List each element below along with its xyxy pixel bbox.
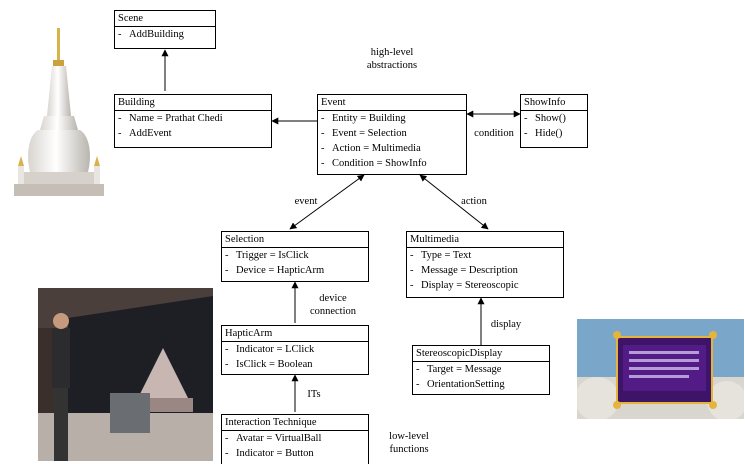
box-row: -Event = Selection	[321, 128, 407, 139]
scene-box: Scene -AddBuilding	[114, 10, 216, 49]
box-title: Scene	[115, 11, 215, 27]
box-row: -Indicator = LClick	[225, 344, 315, 355]
stereoscopic-scene-image	[577, 319, 744, 419]
haptic-user-photo	[38, 288, 213, 461]
box-title: Event	[318, 95, 466, 111]
box-title: Multimedia	[407, 232, 563, 248]
box-row: -Device = HapticArm	[225, 265, 325, 276]
box-row: -Avatar = VirtualBall	[225, 433, 322, 444]
box-title: Selection	[222, 232, 368, 248]
box-row: -Action = Multimedia	[321, 143, 421, 154]
selection-box: Selection -Trigger = IsClick -Device = H…	[221, 231, 369, 282]
box-row: -OrientationSetting	[416, 379, 505, 390]
box-row: -AddBuilding	[118, 29, 184, 40]
box-row: -Display = Stereoscopic	[410, 280, 519, 291]
box-title: HapticArm	[222, 326, 368, 342]
device-connection-label: device connection	[309, 293, 357, 317]
box-row: -Message = Description	[410, 265, 518, 276]
box-row: -Trigger = IsClick	[225, 250, 309, 261]
box-title: Building	[115, 95, 271, 111]
event-box: Event -Entity = Building -Event = Select…	[317, 94, 467, 175]
building-box: Building -Name = Prathat Chedi -AddEvent	[114, 94, 272, 148]
box-row: -Target = Message	[416, 364, 502, 375]
action-label: action	[461, 196, 487, 207]
showinfo-box: ShowInfo -Show() -Hide()	[520, 94, 588, 148]
box-title: StereoscopicDisplay	[413, 346, 549, 362]
box-row: -AddEvent	[118, 128, 172, 139]
box-row: -Entity = Building	[321, 113, 406, 124]
box-title: ShowInfo	[521, 95, 587, 111]
box-row: -Hide()	[524, 128, 563, 139]
event-selection-arrow	[289, 174, 365, 230]
box-row: -Type = Text	[410, 250, 472, 261]
display-label: display	[490, 319, 522, 330]
event-label: event	[294, 196, 318, 207]
box-row: -Name = Prathat Chedi	[118, 113, 223, 124]
box-row: -Condition = ShowInfo	[321, 158, 427, 169]
chedi-image	[14, 28, 104, 196]
condition-label: condition	[474, 128, 514, 139]
stereoscopic-display-box: StereoscopicDisplay -Target = Message -O…	[412, 345, 550, 395]
box-row: -Indicator = Button	[225, 448, 314, 459]
box-row: -Show()	[524, 113, 566, 124]
low-level-label: low-level functions	[389, 431, 429, 455]
hapticarm-box: HapticArm -Indicator = LClick -IsClick =…	[221, 325, 369, 375]
interaction-technique-box: Interaction Technique -Avatar = VirtualB…	[221, 414, 369, 464]
box-row: -IsClick = Boolean	[225, 359, 313, 370]
multimedia-box: Multimedia -Type = Text -Message = Descr…	[406, 231, 564, 298]
box-title: Interaction Technique	[222, 415, 368, 431]
high-level-label: high-level abstractions	[366, 47, 418, 71]
event-multimedia-arrow	[419, 174, 489, 230]
its-label: ITs	[307, 389, 321, 400]
